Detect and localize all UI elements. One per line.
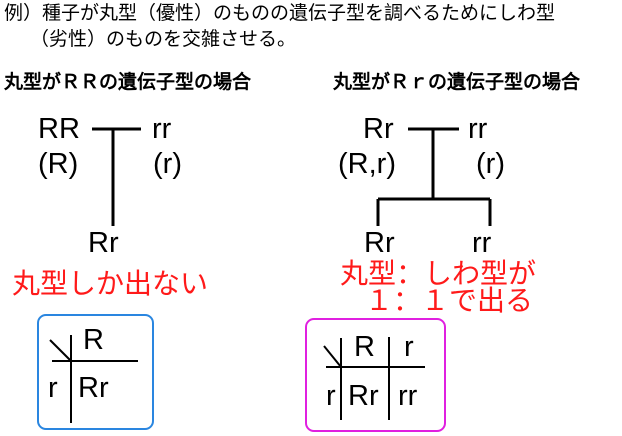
left-table-col: R [83,324,104,356]
left-parent-1: RR [38,113,80,145]
right-punnett-box [305,318,446,432]
right-table-cell-1: Rr [348,380,379,412]
right-table-row: r [326,380,336,412]
intro-line-2: （劣性）のものを交雑させる。 [30,28,297,50]
left-result: 丸型しか出ない [12,267,209,300]
left-punnett-box [37,314,154,430]
right-gamete-2: (r) [476,148,505,180]
right-parent-1: Rr [363,113,394,145]
left-table-diagonal [49,339,72,362]
right-table-col-1: R [354,331,375,363]
right-heading: 丸型がＲｒの遺伝子型の場合 [333,71,581,93]
right-offspring-1: Rr [364,227,395,259]
right-result-line-1: 丸型：しわ型が [340,257,537,290]
right-table-col-2: r [404,331,414,363]
right-table-cell-2: rr [398,380,418,412]
left-table-row: r [48,372,58,404]
right-result-line-2: １：１で出る [365,284,534,317]
left-gamete-2: (r) [153,148,182,180]
left-offspring: Rr [88,227,119,259]
left-parent-2: rr [152,113,172,145]
right-offspring-2: rr [472,227,492,259]
right-parent-2: rr [468,113,488,145]
left-gamete-1: (R) [38,148,79,180]
left-table-cell: Rr [78,372,109,404]
right-table-diagonal [323,345,342,368]
intro-line-1: 例）種子が丸型（優性）のものの遺伝子型を調べるためにしわ型 [4,2,556,24]
right-gamete-1: (R,r) [338,148,396,180]
left-heading: 丸型がＲＲの遺伝子型の場合 [4,71,252,93]
